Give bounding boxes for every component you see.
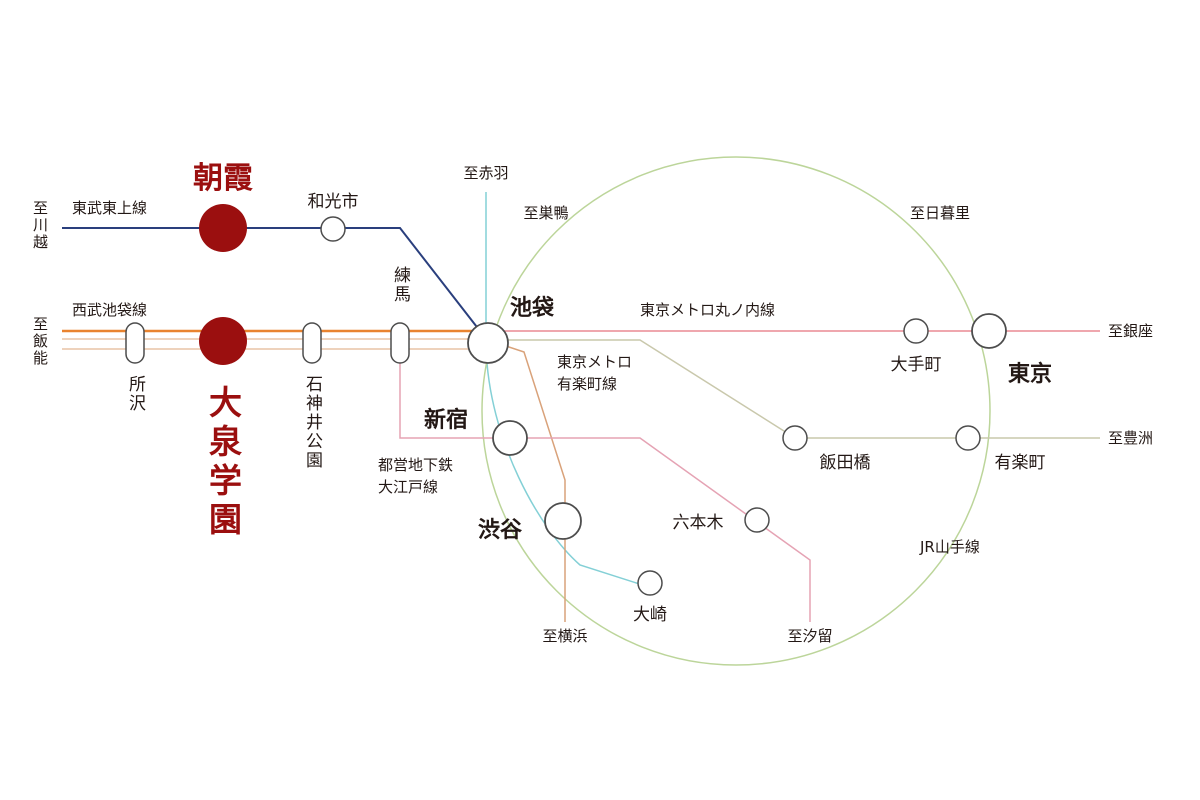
yamanote-line-label: JR山手線 [919,538,980,556]
oedo-line-label-1: 都営地下鉄 [378,456,453,474]
nerima-station-label: 練馬 [390,266,411,304]
line-labels: 東武東上線 西武池袋線 東京メトロ丸ノ内線 東京メトロ 有楽町線 都営地下鉄 大… [72,199,980,556]
toyosu-destination-label: 至豊洲 [1108,429,1153,447]
yurakucho-station-label: 有楽町 [995,453,1046,473]
shinjuku-station-label: 新宿 [424,407,468,433]
tobu-tojo-line [62,227,481,332]
iidabashi-station-marker[interactable] [782,425,808,451]
seibu-ikebukuro-line-label: 西武池袋線 [72,301,147,319]
otemachi-station-marker[interactable] [903,318,929,344]
yurakucho-line-label-2: 有楽町線 [557,375,617,393]
stations [125,204,1007,596]
tokorozawa-station-marker[interactable] [125,322,145,364]
sugamo-destination-label: 至巣鴨 [523,204,568,222]
tokyo-station-marker[interactable] [971,313,1007,349]
yurakucho-line-label-1: 東京メトロ [557,353,632,371]
asaka-station-marker[interactable] [199,204,247,252]
oizumigakuen-station-marker[interactable] [199,317,247,365]
iidabashi-station-label: 飯田橋 [820,453,871,473]
shiodome-destination-label: 至汐留 [787,627,832,645]
shakujiikoen-station-marker[interactable] [302,322,322,364]
shakujiikoen-station-label: 石神井公園 [302,375,323,470]
tokyo-station-label: 東京 [1008,361,1052,387]
oedo-line [399,345,811,622]
oedo-line-label-2: 大江戸線 [378,478,438,496]
hanno-destination-label: 至飯能 [31,316,49,367]
shinjuku-station-marker[interactable] [492,420,528,456]
nerima-station-marker[interactable] [390,322,410,364]
yokohama-destination-label: 至横浜 [542,627,587,645]
akabane-destination-label: 至赤羽 [463,164,508,182]
ikebukuro-station-marker[interactable] [467,322,509,364]
yamanote-line [481,156,991,666]
station-labels: 朝霞 大泉学園 和光市 練馬 所沢 石神井公園 池袋 新宿 渋谷 大崎 六本木 … [125,161,1052,625]
roppongi-station-label: 六本木 [673,513,724,533]
tobu-tojo-line-label: 東武東上線 [72,199,147,217]
saikyo-line [485,192,653,589]
wakoshi-station-label: 和光市 [308,192,359,212]
shibuya-station-label: 渋谷 [478,517,523,543]
nippori-destination-label: 至日暮里 [910,204,970,222]
ikebukuro-station-label: 池袋 [510,295,555,321]
destination-labels: 至川越 至飯能 至赤羽 至巣鴨 至日暮里 至銀座 至豊洲 至横浜 至汐留 [31,164,1153,645]
roppongi-station-marker[interactable] [744,507,770,533]
osaki-station-label: 大崎 [633,605,667,625]
asaka-station-label: 朝霞 [193,161,253,196]
ginza-destination-label: 至銀座 [1108,322,1153,340]
tokorozawa-station-label: 所沢 [125,375,146,413]
tokyu-line [499,343,566,622]
marunouchi-line-label: 東京メトロ丸ノ内線 [640,301,775,319]
otemachi-station-label: 大手町 [891,355,942,375]
yurakucho-subway-line [500,339,1100,439]
oizumigakuen-station-label: 大泉学園 [204,385,243,541]
shibuya-station-marker[interactable] [544,502,582,540]
osaki-station-marker[interactable] [637,570,663,596]
yurakucho-station-marker[interactable] [955,425,981,451]
wakoshi-station-marker[interactable] [320,216,346,242]
kawagoe-destination-label: 至川越 [31,200,49,251]
